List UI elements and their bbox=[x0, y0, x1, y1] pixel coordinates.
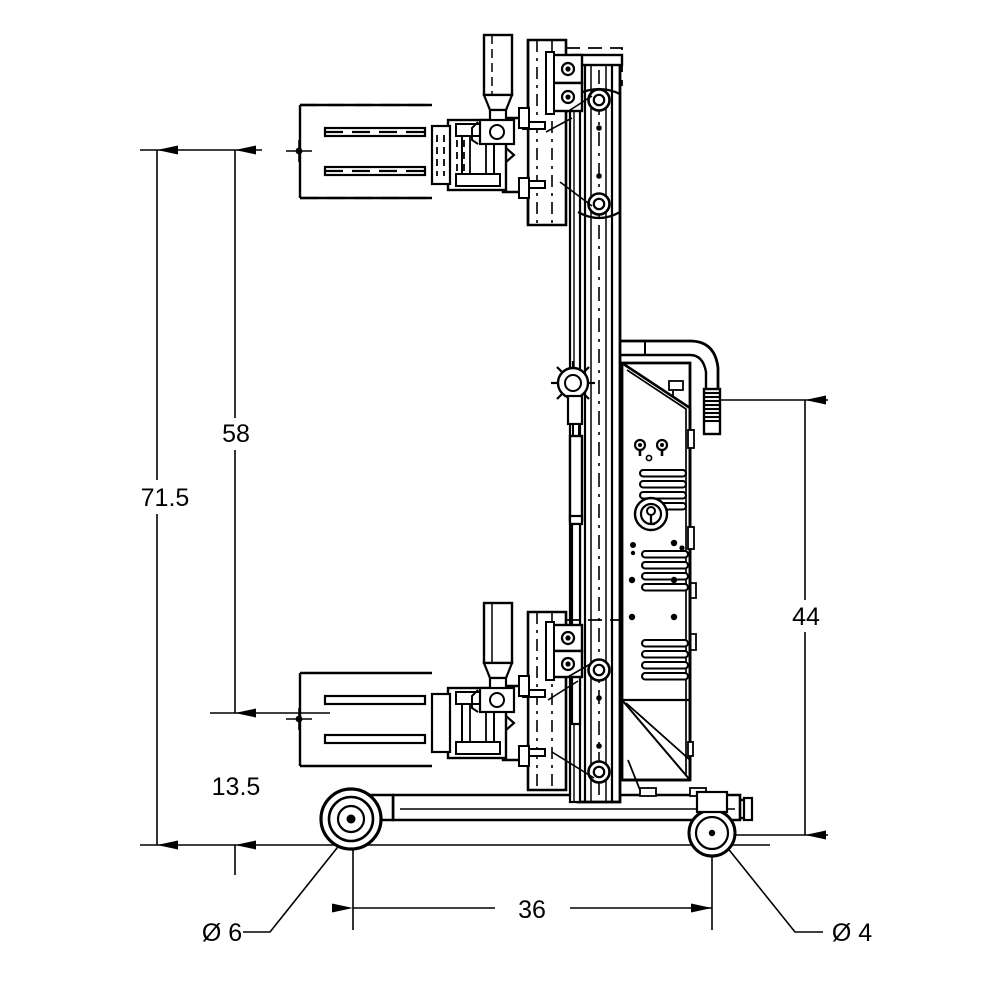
panel-bracket bbox=[668, 380, 684, 396]
callout-leader-d6 bbox=[243, 831, 361, 933]
dimension-labels: 71.5 58 13.5 44 36 Ø 6 Ø 4 bbox=[136, 418, 872, 947]
upper-forks bbox=[298, 103, 432, 200]
lower-phantom-outline bbox=[566, 619, 623, 660]
upper-motor bbox=[471, 33, 516, 146]
upper-phantom-outline bbox=[566, 47, 623, 86]
handle-grip-ribs bbox=[704, 391, 720, 423]
callout-label-d4: Ø 4 bbox=[832, 919, 872, 947]
dim-label-58: 58 bbox=[222, 420, 250, 448]
lower-forks bbox=[298, 671, 432, 768]
upper-forks-phantom bbox=[300, 103, 432, 200]
control-panel-enclosure bbox=[620, 361, 697, 782]
push-handle-with-grip[interactable] bbox=[620, 339, 722, 436]
front-swivel-caster bbox=[319, 787, 383, 851]
lower-fork-carriage bbox=[286, 601, 691, 792]
control-buttons[interactable] bbox=[633, 438, 669, 462]
dim-label-44: 44 bbox=[792, 603, 820, 631]
key-switch[interactable] bbox=[633, 496, 669, 532]
panel-fasteners bbox=[628, 539, 685, 621]
base-frame bbox=[350, 787, 754, 822]
rear-caster bbox=[687, 790, 737, 858]
upper-center-mark bbox=[286, 140, 312, 162]
callout-leader-d4 bbox=[718, 825, 823, 933]
chain-sprocket bbox=[551, 361, 595, 405]
lower-center-mark bbox=[286, 708, 312, 730]
dim-label-71_5: 71.5 bbox=[141, 484, 190, 512]
lower-motor bbox=[471, 601, 516, 714]
dim-label-13_5: 13.5 bbox=[212, 773, 261, 801]
upper-fork-carriage bbox=[286, 33, 623, 227]
dim-label-36: 36 bbox=[518, 896, 546, 924]
callout-label-d6: Ø 6 bbox=[202, 919, 242, 947]
lower-clamp-head bbox=[430, 686, 516, 760]
carriage-rollers-lower bbox=[587, 658, 611, 784]
